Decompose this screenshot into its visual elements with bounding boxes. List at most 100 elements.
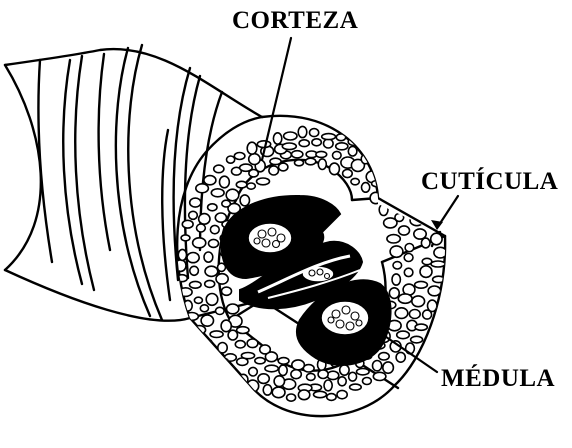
cortex-cell bbox=[239, 374, 248, 385]
cortex-cell bbox=[312, 139, 321, 146]
cortex-cell bbox=[295, 160, 304, 166]
label-cuticle: CUTÍCULA bbox=[421, 168, 558, 196]
cortex-cell bbox=[228, 330, 237, 340]
cortex-cell bbox=[220, 176, 230, 188]
cortex-cell bbox=[392, 274, 400, 285]
cortex-cell bbox=[190, 198, 201, 207]
cortex-cell bbox=[178, 249, 186, 260]
cortex-cell bbox=[423, 310, 432, 319]
cortex-cell bbox=[199, 214, 210, 225]
cortex-cell bbox=[209, 239, 219, 247]
cortex-cell bbox=[357, 369, 370, 375]
cortex-cell bbox=[291, 370, 301, 379]
cortex-cell bbox=[205, 280, 215, 287]
cortex-cell bbox=[374, 164, 384, 173]
cortex-cell bbox=[338, 377, 346, 386]
cortex-cell bbox=[389, 288, 399, 299]
cortex-cell bbox=[404, 268, 413, 276]
cortex-cell bbox=[391, 181, 399, 188]
cortex-cell bbox=[395, 308, 408, 319]
cortex-cell bbox=[249, 154, 260, 165]
cortex-cell bbox=[189, 211, 198, 219]
cortex-cell bbox=[247, 380, 259, 392]
cortex-cell bbox=[310, 129, 319, 137]
medulla-mass bbox=[222, 196, 391, 365]
cortex-cell bbox=[287, 394, 296, 401]
cortex-cell bbox=[204, 252, 213, 262]
cortex-cell bbox=[375, 148, 383, 158]
cortex-cell bbox=[227, 156, 235, 163]
cortex-cell bbox=[299, 140, 309, 147]
cortex-cell bbox=[387, 235, 400, 243]
shaft-lower-edge bbox=[5, 270, 190, 321]
cortex-cell bbox=[182, 220, 193, 228]
label-cortex: CORTEZA bbox=[232, 7, 358, 35]
cortex-cell bbox=[351, 178, 359, 184]
cortex-cell bbox=[279, 365, 287, 375]
cuticle-scale bbox=[63, 60, 82, 284]
cortex-cell bbox=[282, 143, 296, 150]
cuticle-scale bbox=[162, 130, 170, 300]
cortex-cell bbox=[272, 387, 285, 398]
cortex-cell bbox=[324, 380, 332, 391]
cortex-cell bbox=[194, 297, 202, 303]
cuticle-scale bbox=[99, 54, 110, 250]
cortex-cell bbox=[350, 384, 362, 390]
cortex-cell bbox=[407, 204, 417, 214]
cortex-cell bbox=[322, 134, 336, 140]
cortex-cell bbox=[363, 378, 372, 385]
cortex-cell bbox=[383, 362, 394, 373]
cortex-cell bbox=[265, 365, 278, 372]
cortex-cell bbox=[362, 183, 370, 193]
cortex-cell bbox=[348, 146, 357, 156]
cortex-cell bbox=[340, 365, 349, 375]
cortex-cell bbox=[227, 304, 239, 314]
cuticle-scale bbox=[75, 56, 94, 290]
shaft-left-end bbox=[5, 65, 41, 270]
cortex-cell bbox=[428, 286, 441, 296]
cortex-cell bbox=[200, 339, 212, 346]
cortex-cell bbox=[247, 142, 257, 154]
cortex-cell bbox=[237, 327, 249, 334]
cortex-cell bbox=[226, 189, 239, 201]
cortex-cell bbox=[201, 315, 213, 326]
cuticle-scale bbox=[128, 45, 162, 320]
cuticle-scale bbox=[39, 60, 53, 262]
cortex-cell bbox=[373, 361, 382, 371]
cortex-cell bbox=[205, 266, 218, 276]
cortex-cell bbox=[237, 358, 248, 365]
cortex-cell bbox=[240, 195, 249, 206]
cortex-cell bbox=[292, 360, 305, 370]
cortex-cell bbox=[327, 371, 339, 379]
cortex-cell bbox=[292, 151, 303, 158]
cortex-cell bbox=[273, 133, 281, 144]
cortex-cell bbox=[343, 169, 353, 177]
cortex-cell bbox=[327, 394, 336, 401]
cortex-cell bbox=[316, 151, 327, 157]
cortex-cell bbox=[278, 358, 289, 365]
cortex-cell bbox=[197, 224, 206, 232]
cortex-cell bbox=[404, 254, 413, 262]
cortex-cell bbox=[398, 294, 412, 303]
cortex-cell bbox=[247, 339, 258, 348]
cortex-cell bbox=[336, 143, 348, 150]
cortex-cell bbox=[400, 191, 409, 202]
cortex-cell bbox=[200, 305, 208, 312]
cortex-cell bbox=[249, 367, 258, 376]
cortex-cell bbox=[257, 141, 270, 148]
cortex-cell bbox=[396, 352, 405, 362]
cortex-cell bbox=[190, 281, 202, 288]
cortex-cell bbox=[379, 353, 390, 360]
cortex-cell bbox=[337, 390, 347, 398]
cortex-cell bbox=[263, 385, 272, 395]
cortex-cell bbox=[397, 331, 410, 339]
cortex-cell bbox=[415, 281, 428, 288]
cortex-cell bbox=[257, 178, 270, 185]
cortex-cell bbox=[318, 370, 328, 379]
cortex-cell bbox=[236, 181, 247, 188]
cortex-cell bbox=[399, 226, 410, 235]
cortex-cell bbox=[390, 246, 403, 257]
cortex-cell bbox=[258, 374, 269, 384]
cortex-cell bbox=[269, 166, 279, 175]
